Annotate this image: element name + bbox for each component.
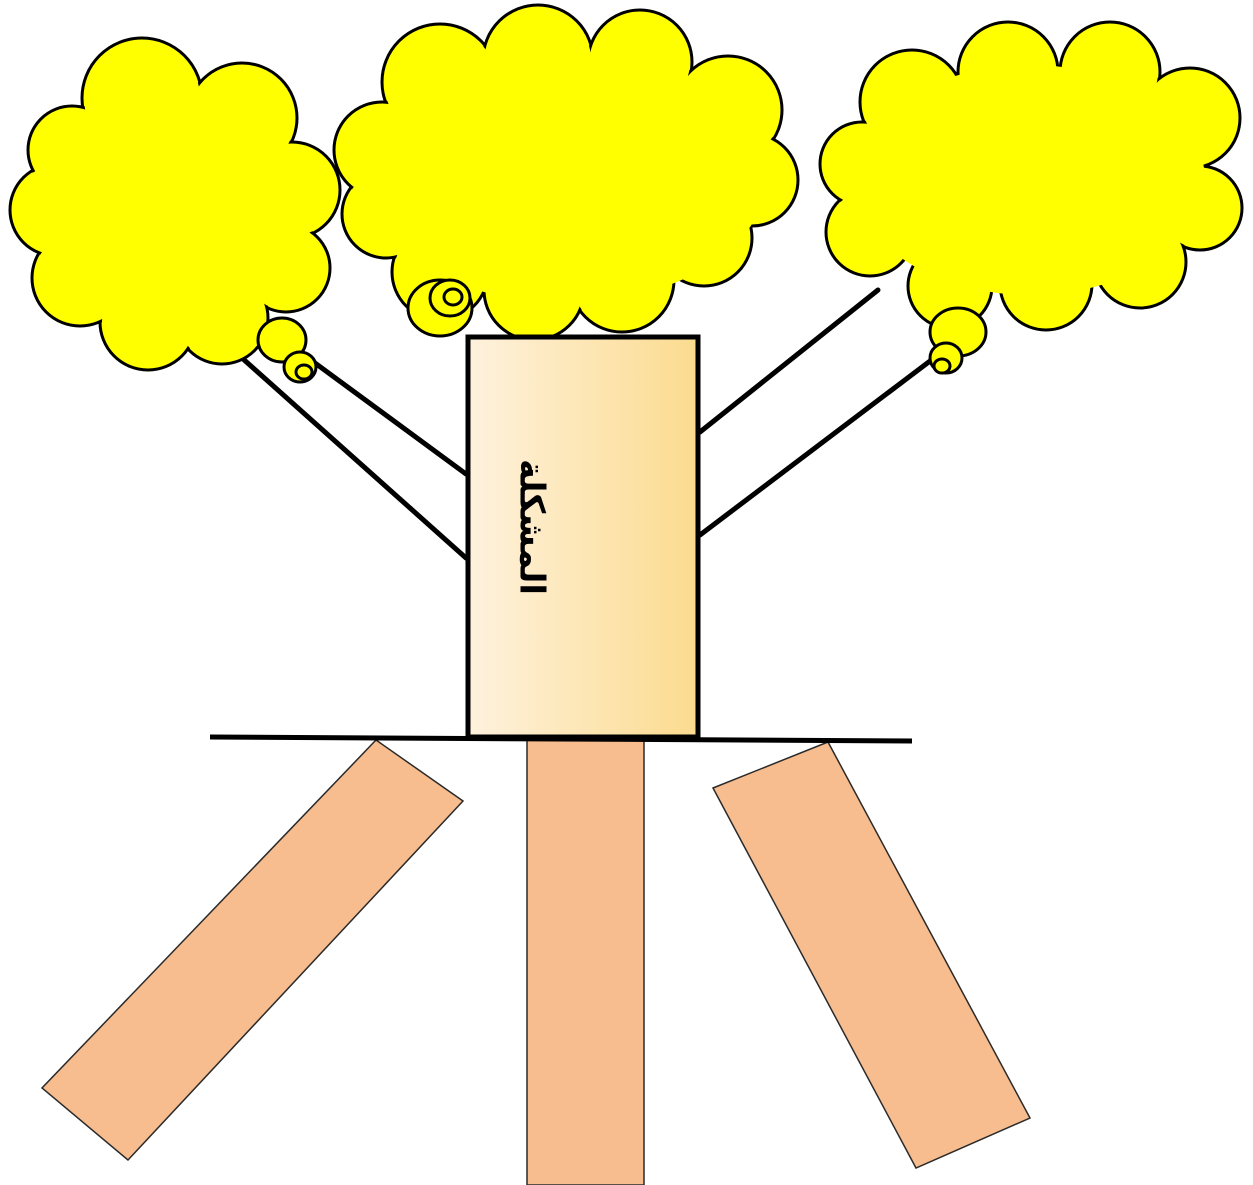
thought-bubbles-left [256, 316, 318, 384]
root-center [526, 739, 645, 1185]
cloud-center [332, 3, 800, 342]
branch-line-left-inner [297, 349, 469, 477]
root-left [40, 739, 465, 1162]
branch-line-right-inner [697, 287, 881, 435]
roots [40, 739, 1032, 1185]
trunk-label: المشكلة [512, 459, 552, 595]
root-right [711, 741, 1032, 1169]
trunk: المشكلة [465, 334, 701, 740]
cloud-right [818, 20, 1244, 375]
branch-lines [239, 287, 941, 561]
thought-bubbles-center [406, 278, 474, 338]
branch-line-left-outer [239, 355, 469, 561]
thought-bubbles-right [928, 306, 988, 375]
ground-line [209, 734, 913, 744]
branch-line-right-outer [697, 352, 941, 538]
cloud-left [8, 36, 342, 384]
